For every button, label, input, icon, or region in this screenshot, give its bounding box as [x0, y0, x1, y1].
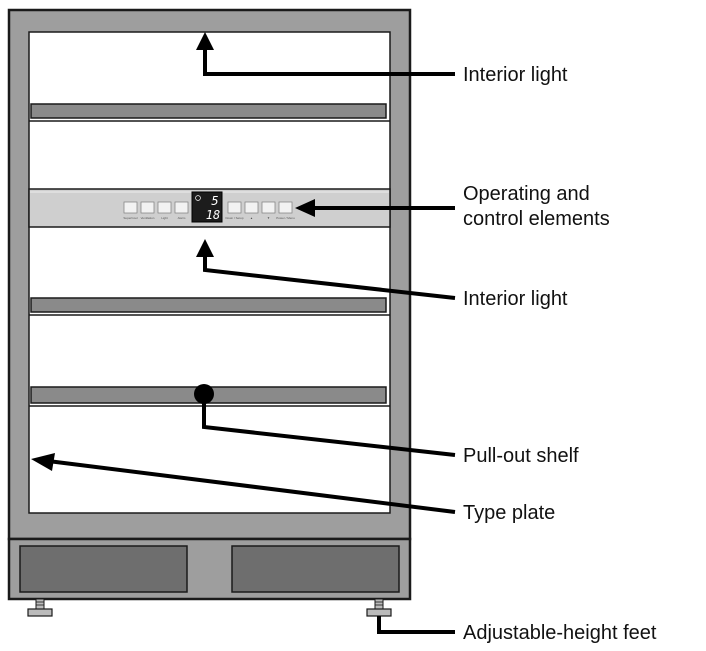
button-label: ▼ — [267, 216, 270, 220]
control-button[interactable] — [278, 201, 293, 214]
power-symbol-icon — [195, 195, 201, 201]
control-button[interactable] — [261, 201, 276, 214]
control-button[interactable] — [244, 201, 259, 214]
control-button[interactable] — [140, 201, 155, 214]
leader-type-plate — [31, 453, 456, 514]
label-type-plate: Type plate — [463, 502, 555, 524]
display-bottom-digits: 18 — [206, 208, 220, 222]
button-label: Ventilation — [141, 216, 155, 220]
right-button-group: Down / Setup ▲ ▼ Power / Menu — [225, 201, 295, 220]
button-label: ▲ — [250, 216, 253, 220]
shelf-top — [30, 103, 387, 119]
button-label: SuperCool — [123, 216, 138, 220]
control-button[interactable] — [157, 201, 172, 214]
control-button[interactable] — [174, 201, 189, 214]
display-top-digit: 5 — [211, 194, 218, 208]
label-operating-line2: control elements — [463, 208, 610, 230]
leader-adjustable-feet — [377, 616, 455, 634]
leader-interior-light-top — [196, 32, 455, 76]
button-label: Power / Menu — [276, 216, 295, 220]
control-button[interactable] — [123, 201, 138, 214]
leader-interior-light-bottom — [196, 239, 456, 300]
left-button-group: SuperCool Ventilation Light Alarm — [123, 201, 189, 220]
label-interior-light-bottom: Interior light — [463, 288, 568, 310]
control-button[interactable] — [227, 201, 242, 214]
leader-pull-out-shelf — [194, 384, 456, 457]
label-pull-out-shelf: Pull-out shelf — [463, 445, 579, 467]
button-label: Alarm — [178, 216, 186, 220]
label-interior-light-top: Interior light — [463, 64, 568, 86]
plinth-vent-left — [19, 545, 188, 593]
temperature-display — [191, 191, 223, 223]
plinth-vent-right — [231, 545, 400, 593]
foot-left — [27, 598, 53, 617]
button-label: Light — [161, 216, 168, 220]
button-label: Down / Setup — [225, 216, 243, 220]
foot-right — [366, 598, 392, 617]
label-adjustable-feet: Adjustable-height feet — [463, 622, 657, 644]
label-operating-line1: Operating and — [463, 183, 590, 205]
leader-operating-controls — [295, 199, 455, 217]
shelf-middle — [30, 297, 387, 313]
